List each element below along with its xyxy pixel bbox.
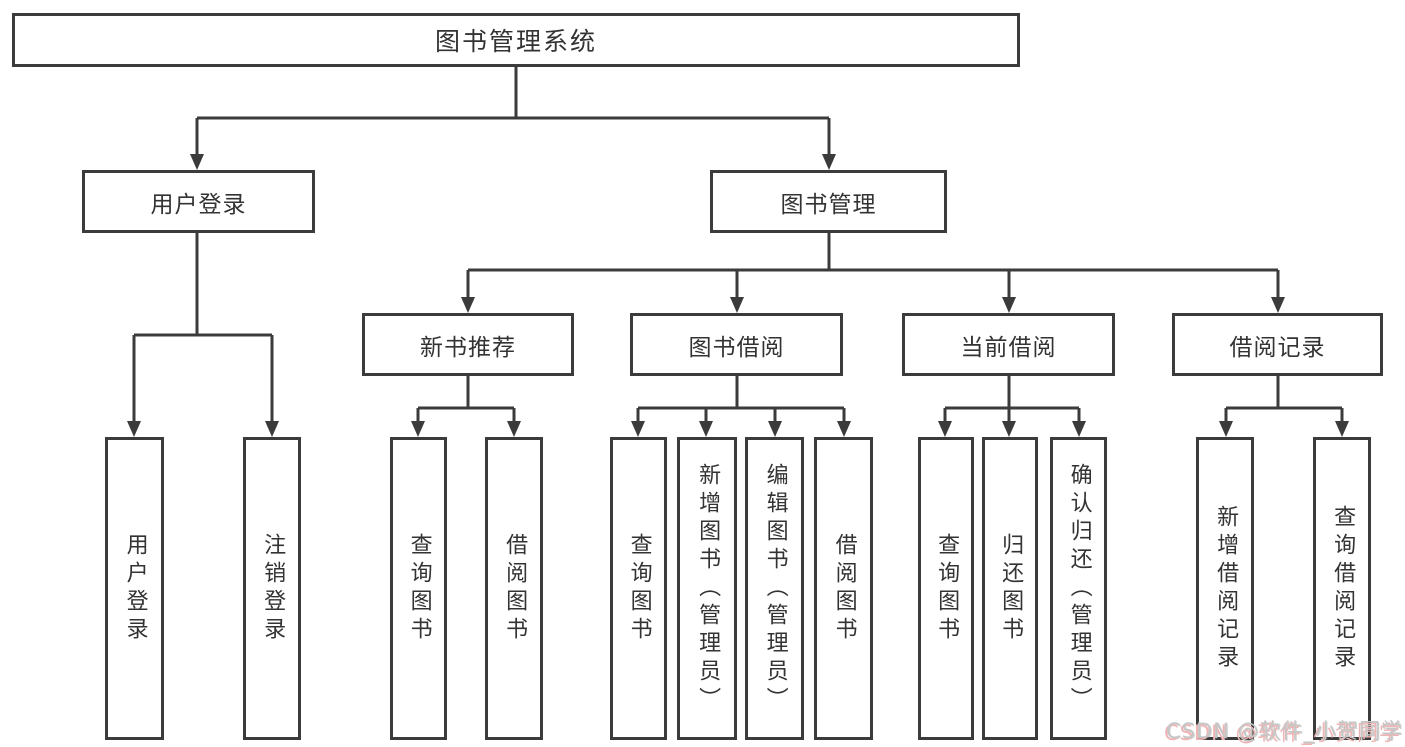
leaf-borrow-books-recommend: 借阅图书 <box>485 437 543 740</box>
csdn-watermark: CSDN @软件_小贺同学 <box>1165 719 1403 743</box>
node-book-management-label: 图书管理 <box>780 191 877 218</box>
node-library-system: 图书管理系统 <box>12 13 1020 67</box>
node-user-login: 用户登录 <box>82 170 315 233</box>
leaf-return-books: 归还图书 <box>982 437 1038 740</box>
node-current-borrow: 当前借阅 <box>902 313 1115 376</box>
leaf-query-borrow-record: 查询借阅记录 <box>1313 437 1371 740</box>
leaf-query-books-borrow: 查询图书 <box>610 437 667 740</box>
node-new-book-recommend-label: 新书推荐 <box>420 334 516 361</box>
leaf-borrow-books: 借阅图书 <box>814 437 873 740</box>
leaf-query-books-current-label: 查询图书 <box>934 532 960 645</box>
leaf-user-login: 用户登录 <box>105 437 164 740</box>
node-book-management: 图书管理 <box>710 170 947 233</box>
leaf-logout: 注销登录 <box>243 437 301 740</box>
leaf-add-borrow-record: 新增借阅记录 <box>1196 437 1254 740</box>
node-book-borrow: 图书借阅 <box>630 313 843 376</box>
node-new-book-recommend: 新书推荐 <box>362 313 574 376</box>
node-user-login-label: 用户登录 <box>150 191 247 218</box>
leaf-logout-label: 注销登录 <box>260 532 286 645</box>
node-borrow-records-label: 借阅记录 <box>1229 334 1326 361</box>
leaf-edit-books-admin-label: 编辑图书（管理员） <box>762 462 788 715</box>
node-library-system-label: 图书管理系统 <box>434 27 597 56</box>
leaf-edit-books-admin: 编辑图书（管理员） <box>745 437 804 740</box>
node-current-borrow-label: 当前借阅 <box>960 334 1057 361</box>
node-borrow-records: 借阅记录 <box>1172 313 1383 376</box>
leaf-add-books-admin: 新增图书（管理员） <box>677 437 737 740</box>
leaf-query-books-borrow-label: 查询图书 <box>626 532 652 645</box>
leaf-confirm-return-admin: 确认归还（管理员） <box>1050 437 1107 740</box>
leaf-return-books-label: 归还图书 <box>998 532 1024 645</box>
leaf-query-books-recommend: 查询图书 <box>390 437 447 740</box>
node-book-borrow-label: 图书借阅 <box>688 334 785 361</box>
leaf-add-books-admin-label: 新增图书（管理员） <box>695 462 721 715</box>
leaf-add-borrow-record-label: 新增借阅记录 <box>1213 504 1239 673</box>
leaf-query-books-current: 查询图书 <box>918 437 974 740</box>
leaf-borrow-books-recommend-label: 借阅图书 <box>502 532 528 645</box>
leaf-user-login-label: 用户登录 <box>122 532 148 645</box>
leaf-query-books-recommend-label: 查询图书 <box>406 532 432 645</box>
leaf-borrow-books-label: 借阅图书 <box>831 532 857 645</box>
arrowheads <box>127 154 1349 437</box>
leaf-confirm-return-admin-label: 确认归还（管理员） <box>1066 462 1092 715</box>
leaf-query-borrow-record-label: 查询借阅记录 <box>1330 504 1356 673</box>
